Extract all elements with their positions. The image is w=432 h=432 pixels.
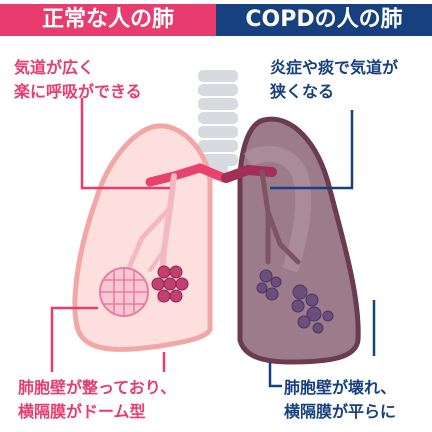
normal-airway-caption-line1: 気道が広く xyxy=(14,58,95,77)
copd-alveoli-caption-line2: 横隔膜が平らに xyxy=(284,402,397,421)
normal-airway-caption-line2: 楽に呼吸ができる xyxy=(14,82,142,101)
copd-lung-header: COPDの人の肺 xyxy=(216,4,432,36)
copd-airway-caption-line2: 狭くなる xyxy=(270,82,335,101)
copd-alveoli-left xyxy=(256,269,282,301)
copd-airway-caption-line1: 炎症や痰で気道が xyxy=(270,58,399,77)
callout-line-right-top xyxy=(270,110,354,190)
normal-lung-header: 正常な人の肺 xyxy=(0,4,216,36)
normal-alveoli-caption-line1: 肺胞壁が整っており、 xyxy=(18,378,177,397)
copd-alveoli-caption: 肺胞壁が壊れ、 横隔膜が平らに xyxy=(284,376,396,424)
normal-airway-caption: 気道が広く 楽に呼吸ができる xyxy=(14,56,142,104)
normal-alveoli-right xyxy=(151,265,189,303)
callout-line-left-bottom xyxy=(50,306,98,372)
trachea xyxy=(198,70,238,180)
normal-alveoli-caption: 肺胞壁が整っており、 横隔膜がドーム型 xyxy=(18,376,176,424)
normal-alveoli-caption-line2: 横隔膜がドーム型 xyxy=(18,402,146,421)
copd-lung xyxy=(221,116,361,365)
copd-alveoli-caption-line1: 肺胞壁が壊れ、 xyxy=(284,378,397,397)
copd-alveoli-right xyxy=(291,284,334,334)
normal-lung xyxy=(72,123,229,352)
callout-line-right-bottom xyxy=(268,362,282,388)
normal-alveoli-left xyxy=(99,267,149,317)
copd-airway-caption: 炎症や痰で気道が 狭くなる xyxy=(270,56,398,104)
callout-line-left-top xyxy=(80,98,170,190)
